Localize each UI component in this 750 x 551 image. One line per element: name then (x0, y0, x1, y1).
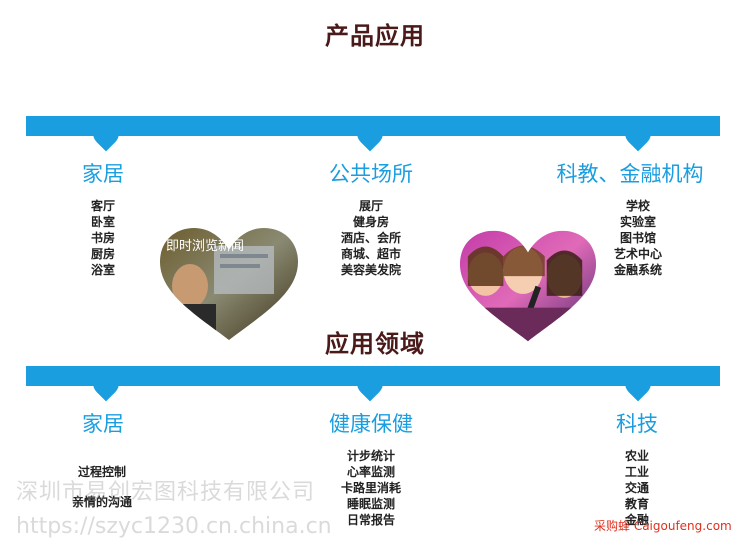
url-watermark: https://szyc1230.cn.china.cn (16, 514, 332, 539)
product-list-education: 学校 实验室 图书馆 艺术中心 金融系统 (588, 198, 688, 278)
list-item: 厨房 (90, 247, 115, 261)
heart-photo-karaoke (459, 230, 597, 342)
field-list-tech: 农业 工业 交通 教育 金融 (597, 448, 677, 528)
list-item: 农业 (624, 449, 649, 463)
list-item: 实验室 (619, 215, 656, 229)
product-list-public: 展厅 健身房 酒店、会所 商城、超市 美容美发院 (321, 198, 421, 278)
list-item: 亲情的沟通 (71, 495, 132, 509)
product-heading-education: 科教、金融机构 (556, 162, 704, 186)
list-item: 酒店、会所 (340, 231, 401, 245)
list-item: 书房 (90, 231, 115, 245)
list-item: 客厅 (90, 199, 115, 213)
list-item: 健身房 (352, 215, 389, 229)
list-item: 教育 (624, 497, 649, 511)
list-item: 卧室 (90, 215, 115, 229)
list-item: 美容美发院 (340, 263, 401, 277)
list-item: 交通 (624, 481, 649, 495)
product-heading-public: 公共场所 (329, 162, 413, 186)
list-item: 金融系统 (613, 263, 662, 277)
field-heading-home: 家居 (82, 412, 124, 436)
field-heading-tech: 科技 (616, 412, 658, 436)
field-section-title: 应用领域 (325, 330, 425, 358)
company-watermark: 深圳市易创宏图科技有限公司 (16, 480, 316, 505)
field-list-home: 过程控制 亲情的沟通 (52, 464, 152, 510)
list-item: 艺术中心 (613, 247, 662, 261)
list-item: 日常报告 (346, 513, 395, 527)
list-item: 计步统计 (346, 449, 395, 463)
heart-photo-mirror: 即时浏览新闻 (160, 228, 298, 340)
list-item: 展厅 (358, 199, 383, 213)
field-heading-health: 健康保健 (329, 412, 413, 436)
list-item: 金融 (624, 513, 649, 527)
list-item: 图书馆 (619, 231, 656, 245)
field-list-health: 计步统计 心率监测 卡路里消耗 睡眠监测 日常报告 (321, 448, 421, 528)
product-section-title: 产品应用 (325, 22, 425, 50)
list-item: 工业 (624, 465, 649, 479)
product-list-home: 客厅 卧室 书房 厨房 浴室 (62, 198, 144, 278)
list-item: 睡眠监测 (346, 497, 395, 511)
list-item: 过程控制 (77, 465, 126, 479)
list-item: 学校 (625, 199, 650, 213)
photo-caption: 即时浏览新闻 (166, 238, 244, 254)
list-item: 卡路里消耗 (340, 481, 401, 495)
list-item: 商城、超市 (340, 247, 401, 261)
list-item: 心率监测 (346, 465, 395, 479)
site-watermark: 采购蜂 Caigoufeng.com (594, 519, 732, 533)
product-heading-home: 家居 (82, 162, 124, 186)
list-item: 浴室 (90, 263, 115, 277)
